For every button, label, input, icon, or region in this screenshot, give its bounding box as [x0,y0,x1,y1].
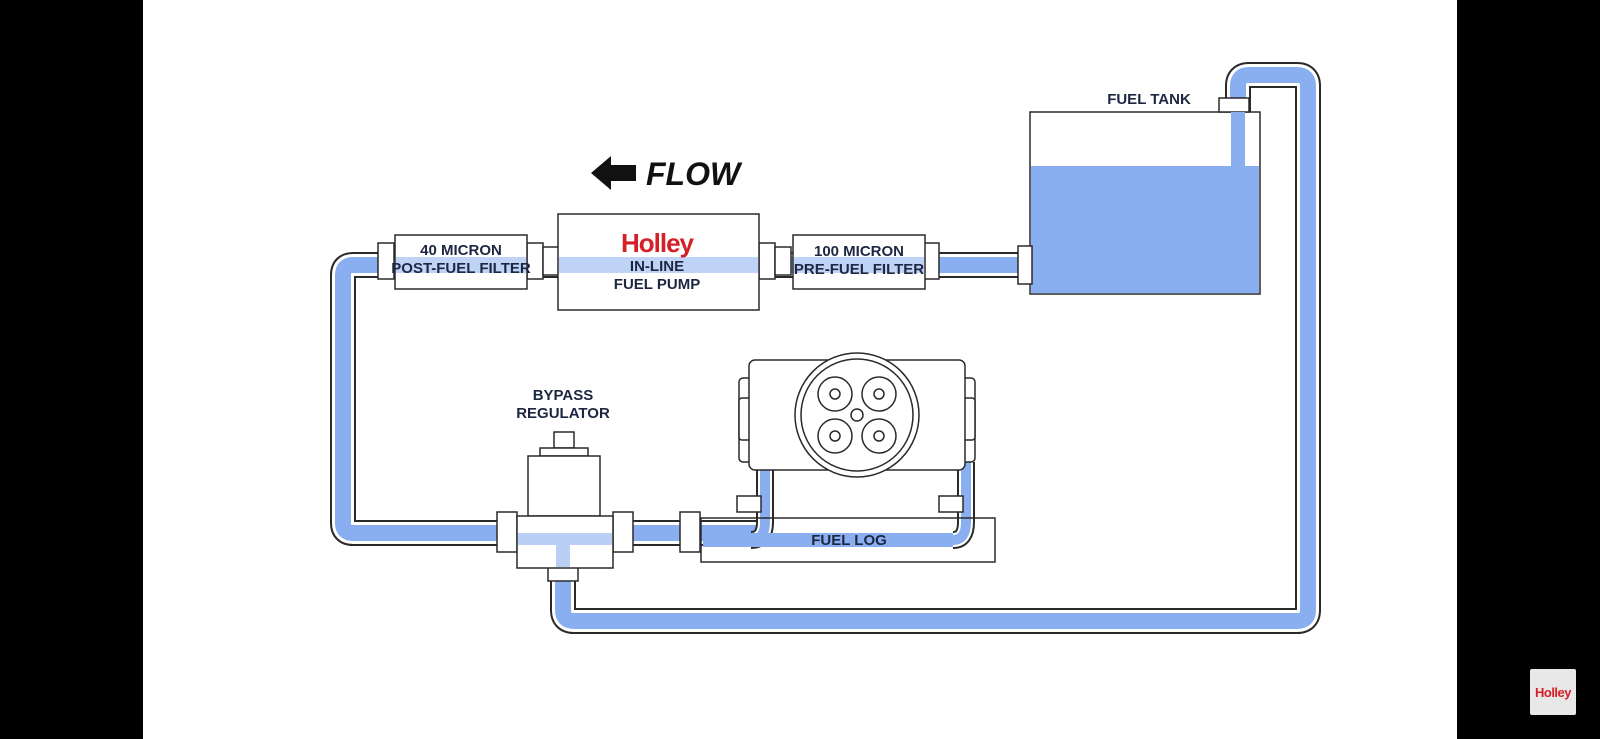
fuel-tank-label: FUEL TANK [1107,91,1191,108]
pre-filter-line1: 100 MICRON [814,243,904,260]
inline-fuel-pump: Holley IN-LINE FUEL PUMP [557,213,760,311]
pre-filter-line2: PRE-FUEL FILTER [794,261,924,278]
holley-watermark: Holley [1530,669,1576,715]
pre-fuel-filter: 100 MICRON PRE-FUEL FILTER [792,234,926,290]
throttle-body [738,352,976,478]
post-filter-line1: 40 MICRON [420,242,502,259]
fuel-lines [330,62,1321,634]
flow-arrow-icon [591,156,636,190]
tank-outlet-fitting [1017,245,1033,285]
fuel-tank: FUEL TANK [1017,91,1261,295]
pump-line2: FUEL PUMP [614,276,700,293]
tank-return-fitting [1218,97,1250,113]
fuel-log: FUEL LOG [700,495,996,563]
bypass-regulator: BYPASS REGULATOR [516,387,614,569]
line-fittings [377,242,940,582]
pump-line1: IN-LINE [630,258,684,275]
post-filter-line2: POST-FUEL FILTER [391,260,531,277]
holley-logo: Holley [621,228,695,258]
regulator-line2: REGULATOR [516,405,610,422]
fuel-log-label: FUEL LOG [811,532,887,549]
regulator-line1: BYPASS [533,387,594,404]
watermark-logo: Holley [1534,684,1572,700]
post-fuel-filter: 40 MICRON POST-FUEL FILTER [391,234,531,290]
flow-indicator: FLOW [591,156,743,192]
diagram-stage: FUEL TANK FLOW 40 MICRON POST-FUEL FILTE… [143,0,1457,739]
flow-label: FLOW [646,156,743,192]
fuel-system-diagram: FUEL TANK FLOW 40 MICRON POST-FUEL FILTE… [330,62,1321,634]
